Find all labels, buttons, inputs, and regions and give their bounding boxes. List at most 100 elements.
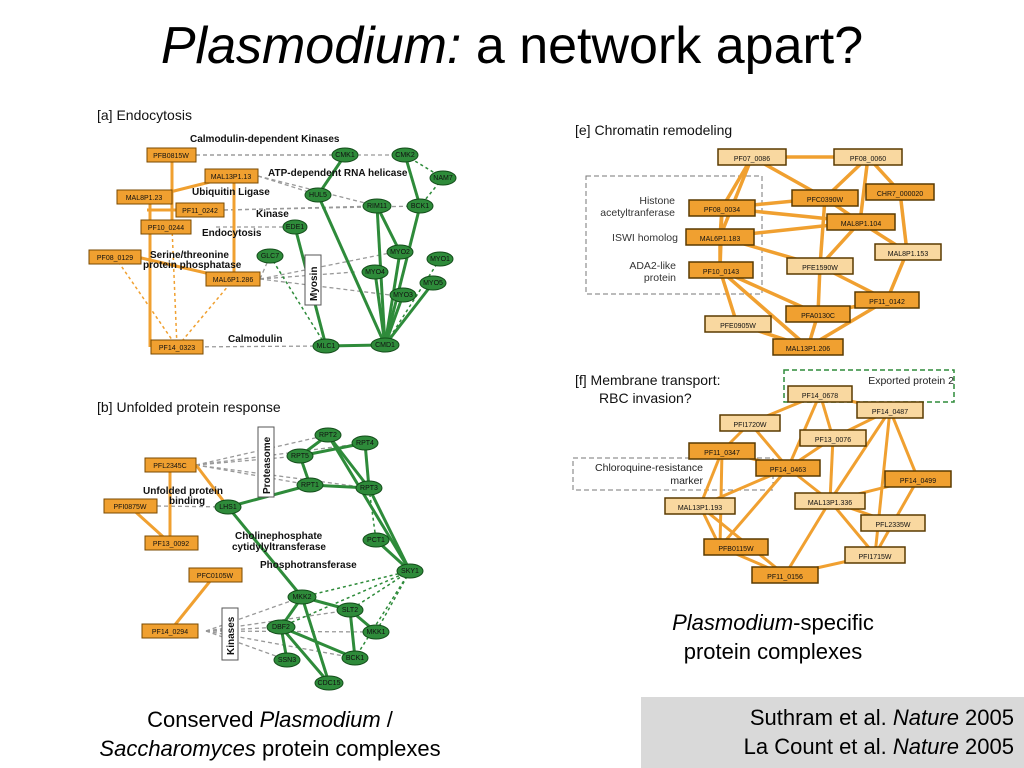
node-label: PF10_0244 (148, 225, 184, 232)
node-label: MAL8P1.104 (841, 221, 882, 228)
node-label: MAL6P1.183 (700, 236, 741, 243)
myosin-group-box (304, 254, 322, 306)
annotation-unfolded-protein: Unfolded protein (143, 486, 223, 497)
annotation-ubiquitin-ligase: Ubiquitin Ligase (192, 187, 270, 198)
node-label: PF14_0463 (770, 467, 806, 474)
node-box (204, 168, 259, 184)
node-label: PF08_0060 (850, 156, 886, 163)
node-label: PFL2345C (153, 463, 186, 470)
annotation-serine-threonine: Serine/threonine (150, 250, 229, 261)
node-label: PF07_0086 (734, 156, 770, 163)
node-label: MAL8P1.153 (888, 251, 929, 258)
annotation-calmodulin: Calmodulin (228, 334, 282, 345)
node-box (844, 546, 906, 564)
box-label: protein (644, 272, 676, 284)
node-label: GLC7 (261, 253, 279, 260)
node-ellipse (282, 219, 308, 235)
node-box (88, 249, 142, 265)
node-box (685, 228, 755, 246)
node-label: CMD1 (375, 342, 395, 349)
caption-right-italic: Plasmodium (672, 610, 794, 635)
node-label: MLC1 (317, 343, 336, 350)
node-box (751, 566, 819, 584)
panel-a-green-labels: CMK1 CMK2 NAM7 HUL5 RIM11 BCK1 EDE1 MYO2… (261, 152, 453, 350)
box-label: acetyltranferase (600, 207, 675, 219)
panel-e-dashed-box (585, 175, 763, 295)
panel-f-label-line1: [f] Membrane transport: (575, 372, 721, 388)
node-ellipse (355, 480, 383, 496)
node-box (833, 148, 903, 166)
node-ellipse (351, 435, 379, 451)
annotation-endocytosis: Endocytosis (202, 228, 262, 239)
node-label: MYO5 (423, 280, 443, 287)
node-box (703, 538, 769, 556)
node-label: PF11_0156 (767, 574, 803, 581)
caption-left-post2: protein complexes (255, 736, 441, 761)
node-label: BCK1 (346, 655, 364, 662)
node-box (146, 147, 197, 163)
node-ellipse (341, 650, 369, 666)
box-label: Chloroquine-resistance (595, 462, 703, 474)
node-box (144, 457, 197, 473)
node-label: HUL5 (309, 192, 327, 199)
caption-right-line2: protein complexes (683, 639, 863, 664)
node-label: MAL13P1.13 (211, 174, 252, 181)
node-box (865, 183, 935, 201)
panel-a-orange-dashed (114, 226, 235, 348)
proteasome-group-box (257, 426, 275, 498)
caption-left-italic: Plasmodium (259, 707, 381, 732)
node-ellipse (286, 448, 314, 464)
node-label: PF10_0143 (703, 269, 739, 276)
node-label: MAL13P1.206 (786, 346, 830, 353)
node-label: PF13_0092 (153, 541, 189, 548)
citation-1-year: 2005 (958, 705, 1014, 730)
panel-b-green-nodes (214, 427, 424, 691)
caption-right-line1: Plasmodium-specific (640, 608, 906, 637)
node-label: PF14_0678 (802, 393, 838, 400)
kinases-group-box (221, 607, 239, 661)
node-label: PFC0390W (807, 197, 844, 204)
node-label: NAM7 (433, 175, 453, 182)
node-label: PF08_0129 (97, 255, 133, 262)
exported-protein-box (783, 369, 955, 403)
node-label: MAL8P1.23 (126, 195, 163, 202)
panel-a-orange-nodes: PFB0815W MAL13P1.13 MAL8P1.23 PF11_0242 … (88, 147, 261, 355)
node-ellipse (312, 338, 340, 354)
node-box (856, 401, 924, 419)
annotation-calmodulin-kinases: Calmodulin-dependent Kinases (190, 134, 340, 145)
node-label: MAL13P1.193 (678, 505, 722, 512)
node-box (755, 459, 821, 477)
node-box (116, 189, 173, 205)
citation-2-year: 2005 (958, 734, 1014, 759)
node-box (799, 429, 867, 447)
node-label: CDC15 (318, 680, 341, 687)
node-ellipse (336, 602, 364, 618)
kinases-group-label: Kinases (226, 616, 237, 655)
box-label: Histone (639, 195, 675, 207)
box-label: marker (670, 475, 703, 487)
citation-lacount: La Count et al. Nature 2005 (744, 733, 1014, 761)
node-box (188, 567, 243, 583)
node-ellipse (406, 198, 434, 214)
node-label: PCT1 (367, 537, 385, 544)
node-box (791, 189, 859, 207)
node-label: PF11_0242 (182, 208, 218, 215)
citation-suthram: Suthram et al. Nature 2005 (750, 704, 1014, 732)
node-label: MKK1 (366, 629, 385, 636)
node-label: MAL13P1.336 (808, 500, 852, 507)
node-box (664, 497, 736, 515)
node-label: SKY1 (401, 568, 419, 575)
node-label: RPT2 (319, 432, 337, 439)
node-label: MYO1 (430, 256, 450, 263)
citation-2-journal: Nature (892, 734, 959, 759)
caption-left-pre: Conserved (147, 707, 260, 732)
node-box (688, 261, 754, 279)
citation-box: Suthram et al. Nature 2005 La Count et a… (641, 697, 1024, 768)
node-box (786, 257, 854, 275)
node-ellipse (214, 499, 242, 515)
node-label: PF14_0323 (159, 345, 195, 352)
node-ellipse (391, 147, 419, 163)
node-ellipse (362, 198, 392, 214)
node-ellipse (389, 287, 417, 303)
annotation-rna-helicase: ATP-dependent RNA helicase (268, 168, 408, 179)
